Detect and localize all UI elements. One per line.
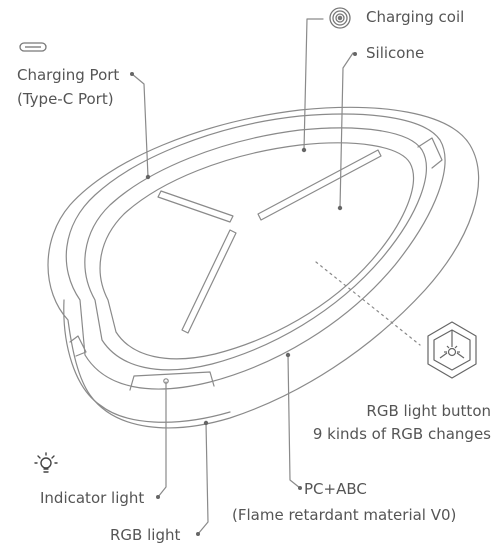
label-pc-abc: PC+ABC xyxy=(304,480,367,498)
dot-port xyxy=(145,174,151,180)
label-silicone: Silicone xyxy=(366,44,425,62)
leader-charging-port xyxy=(131,73,149,178)
groove-left xyxy=(157,190,234,223)
dot-silicone xyxy=(337,205,343,211)
silicone-surface xyxy=(99,142,414,360)
label-rgb-light: RGB light xyxy=(110,526,181,544)
groove-right xyxy=(257,149,382,221)
leader-pc-abc xyxy=(287,354,301,489)
ring-notch-bottom xyxy=(129,371,215,391)
dot-indicator-label xyxy=(156,495,160,499)
top-ring-inner xyxy=(84,127,427,371)
leader-charging-coil xyxy=(303,18,324,151)
label-rgb-changes: 9 kinds of RGB changes xyxy=(312,425,491,443)
top-cap-outer xyxy=(65,113,446,390)
light-bulb-icon xyxy=(34,452,58,473)
indicator-light-dot xyxy=(163,378,169,384)
dot-rgb-light xyxy=(203,420,209,426)
groove-bottom xyxy=(181,229,237,334)
dot-rgb-label xyxy=(196,532,200,536)
dot-port-label xyxy=(130,72,134,76)
dot-coil xyxy=(301,147,307,153)
label-type-c-port: (Type-C Port) xyxy=(17,90,114,108)
hexagon-button-icon xyxy=(427,321,477,379)
device-base-rim xyxy=(63,299,231,423)
label-charging-coil: Charging coil xyxy=(366,8,465,26)
leader-rgb-button xyxy=(315,261,421,346)
device-base-outline xyxy=(47,106,480,429)
label-rgb-button: RGB light button xyxy=(366,402,491,420)
ring-notch-left xyxy=(69,335,87,357)
leader-indicator xyxy=(157,381,167,498)
dot-pc-label xyxy=(298,486,302,490)
dot-silicone-label xyxy=(353,52,357,56)
label-indicator-light: Indicator light xyxy=(40,489,145,507)
dot-pc-abc xyxy=(285,352,291,358)
label-charging-port: Charging Port xyxy=(17,66,120,84)
label-flame-retardant: (Flame retardant material V0) xyxy=(232,506,457,524)
usb-c-port-icon xyxy=(19,42,47,52)
concentric-circles-icon xyxy=(329,7,351,29)
leader-rgb-light xyxy=(197,422,209,535)
leader-silicone xyxy=(339,52,354,209)
ring-notch-right xyxy=(417,137,443,169)
